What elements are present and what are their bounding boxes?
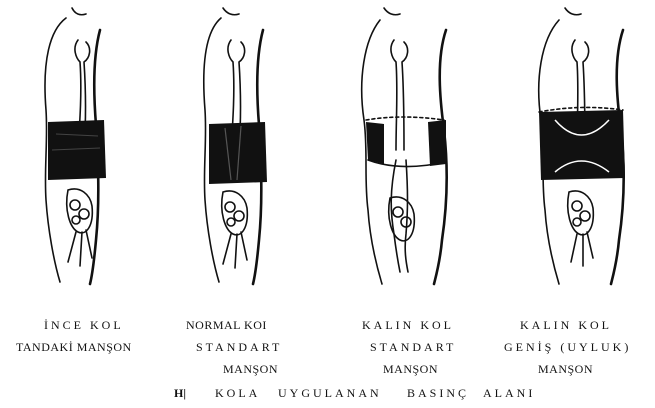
panel-2-line-1: NORMAL KOI: [186, 318, 267, 332]
panel-3-line-1: KALIN KOL: [362, 318, 454, 332]
panel-1-line-2: TANDAKİ MANŞON: [16, 340, 132, 354]
panel-4-line-3: MANŞON: [538, 362, 593, 376]
arm-figure-normal: [185, 0, 295, 290]
panel-3-line-3: MANŞON: [383, 362, 438, 376]
caption-word-4: ALANI: [483, 386, 535, 401]
arm-figure-thick-wide: [525, 0, 645, 290]
panel-2-line-3: MANŞON: [223, 362, 278, 376]
arm-figure-thick-standard: [350, 0, 470, 290]
caption-word-3: BASINÇ: [407, 386, 469, 401]
panel-4-line-2: GENİŞ (UYLUK): [504, 340, 631, 354]
panel-1-line-1: İNCE KOL: [44, 318, 124, 332]
panel-3-line-2: STANDART: [370, 340, 456, 354]
arm-figure-thin: [20, 0, 130, 290]
caption-word-2: UYGULANAN: [278, 386, 382, 401]
caption-word-1: KOLA: [215, 386, 260, 401]
panel-4-line-1: KALIN KOL: [520, 318, 612, 332]
panel-2-line-2: STANDART: [196, 340, 282, 354]
caption-prefix: H|: [174, 386, 186, 401]
